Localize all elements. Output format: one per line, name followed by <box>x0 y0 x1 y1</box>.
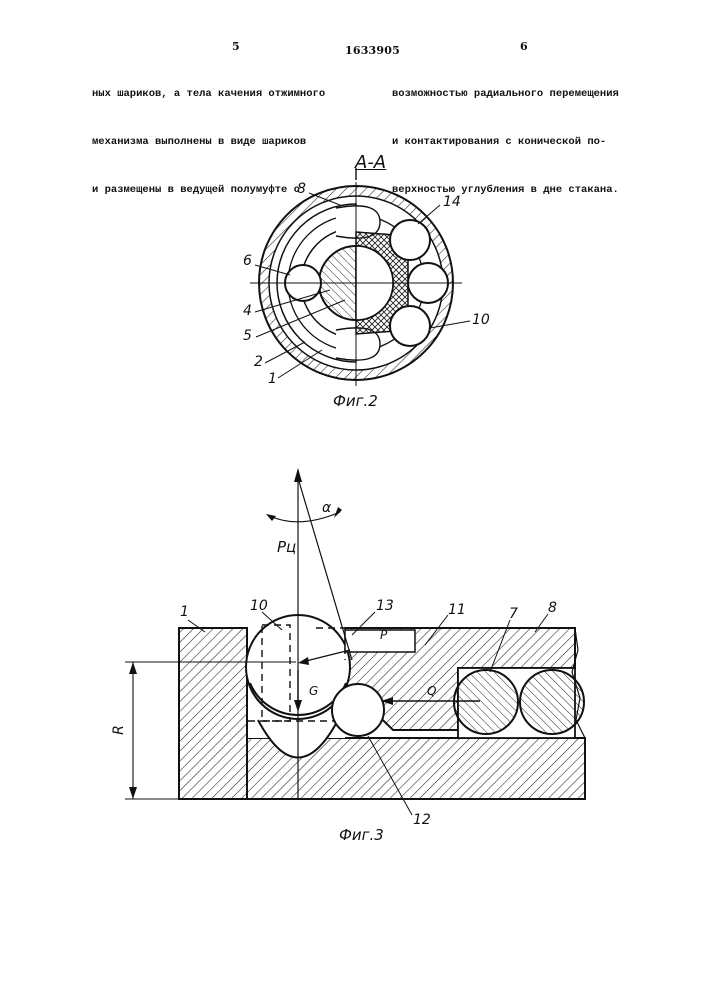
fig2-label-4: 4 <box>243 303 252 319</box>
fig2-label-2: 2 <box>254 354 263 370</box>
figure-2-cross-section <box>250 168 470 386</box>
fig3-label-8: 8 <box>548 600 557 616</box>
ball-12 <box>332 684 384 736</box>
ball-10 <box>390 306 430 346</box>
force-label-p: P <box>380 628 387 642</box>
fig2-label-14: 14 <box>443 194 461 210</box>
force-label-g: G <box>309 684 318 698</box>
fig2-label-5: 5 <box>243 328 252 344</box>
fig3-label-11: 11 <box>448 602 466 618</box>
ball-7-a <box>454 670 518 734</box>
fig2-caption: Фиг.2 <box>333 392 378 410</box>
fig3-label-10: 10 <box>250 598 268 614</box>
fig2-label-8: 8 <box>297 181 306 197</box>
fig2-label-10: 10 <box>472 312 490 328</box>
section-label: А-А <box>355 152 386 173</box>
fig3-caption: Фиг.3 <box>339 826 384 844</box>
figure-3-side-view <box>125 468 585 815</box>
force-label-pc: Pц <box>277 538 296 556</box>
force-label-q: Q <box>427 684 436 698</box>
angle-label-alpha: α <box>322 500 331 516</box>
fig2-label-1: 1 <box>268 371 277 387</box>
dimension-label-r: R <box>111 725 127 735</box>
fig3-label-12: 12 <box>413 812 431 828</box>
ball-14 <box>390 220 430 260</box>
part-1-left-block <box>179 628 247 799</box>
fig3-label-13: 13 <box>376 598 394 614</box>
fig3-label-7: 7 <box>509 606 518 622</box>
fig3-label-1: 1 <box>180 604 189 620</box>
fig2-label-6: 6 <box>243 253 252 269</box>
